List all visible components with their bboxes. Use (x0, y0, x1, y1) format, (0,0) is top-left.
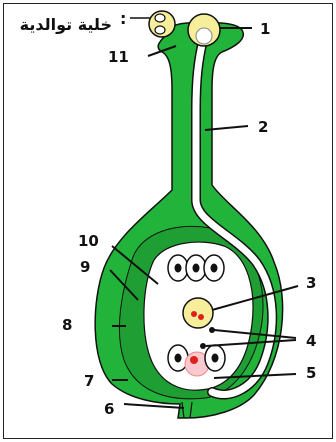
label-2: 2 (258, 118, 268, 136)
legend-text: خلية توالدية (20, 15, 112, 34)
label-11: 11 (108, 48, 129, 66)
label-1: 1 (260, 20, 270, 38)
antipodal-cells (168, 255, 224, 281)
label-10: 10 (78, 232, 99, 250)
sperm-nucleus-2 (200, 343, 206, 349)
label-3: 3 (306, 274, 316, 292)
legend-generative-cell-2 (155, 26, 165, 34)
legend-generative-cell-1 (155, 14, 165, 22)
label-8: 8 (62, 316, 72, 334)
legend-colon: : (120, 9, 126, 28)
polar-nucleus-1 (191, 311, 197, 317)
pollen-grain-core (196, 28, 212, 44)
label-7: 7 (84, 372, 94, 390)
label-9: 9 (80, 258, 90, 276)
polar-nucleus-2 (198, 314, 204, 320)
label-5: 5 (306, 364, 316, 382)
label-6: 6 (104, 400, 114, 418)
central-cell (183, 298, 213, 328)
label-4: 4 (306, 332, 316, 350)
